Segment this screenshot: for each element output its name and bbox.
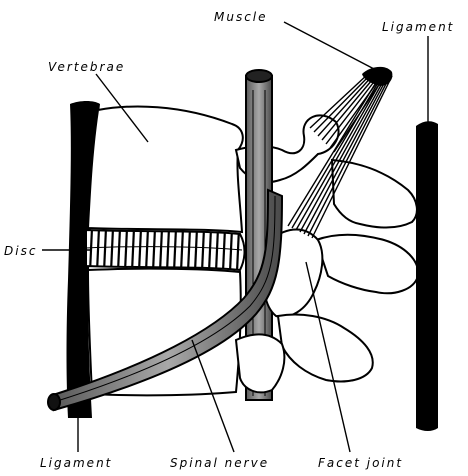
ligament-left-label: Ligament xyxy=(40,456,112,470)
facet-joint-label: Facet joint xyxy=(318,456,403,470)
ligament-right-label: Ligament xyxy=(382,20,454,34)
vertebrae-label: Vertebrae xyxy=(48,60,125,74)
upper-vertebral-body xyxy=(88,107,243,232)
right-ligament xyxy=(416,121,438,431)
intervertebral-disc xyxy=(86,228,245,272)
disc-label: Disc xyxy=(4,244,37,258)
muscle-label: Muscle xyxy=(214,10,268,24)
spinal-nerve-label: Spinal nerve xyxy=(170,456,269,470)
